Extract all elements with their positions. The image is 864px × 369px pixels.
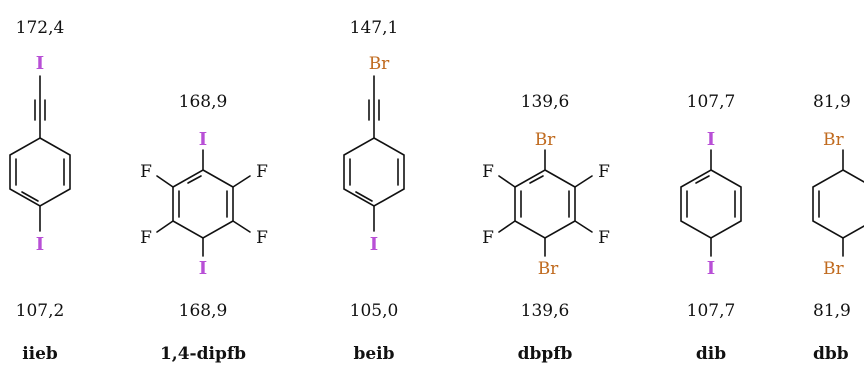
dbb-bottom-value: 81,9 (813, 301, 851, 321)
dbpfb-top-atom: Br (535, 130, 556, 150)
dipfb-fluorine-2: F (256, 162, 268, 182)
dbpfb-bond-f1 (498, 175, 516, 188)
dipfb-fluorine-1: F (140, 162, 152, 182)
dib-top-atom: I (707, 129, 715, 150)
beib-top-value: 147,1 (350, 18, 399, 38)
beib-bottom-atom: I (370, 234, 378, 255)
iieb-top-atom: I (36, 53, 44, 74)
dipfb-name: 1,4-dipfb (160, 344, 246, 364)
dipfb-bottom-value: 168,9 (179, 301, 228, 321)
dbpfb-bond-f4 (574, 220, 593, 233)
dbb-bottom-atom: Br (823, 259, 844, 279)
dib-bottom-value: 107,7 (687, 301, 736, 321)
molecule-1-4-dipfb: 168,9 I F F F F I 168,9 1,4-dipfb (140, 92, 268, 364)
dib-top-value: 107,7 (687, 92, 736, 112)
beib-triple-bond (368, 75, 380, 139)
iieb-name: iieb (22, 344, 58, 364)
molecule-iieb: 172,4 I I 107,2 iieb (9, 18, 71, 364)
iieb-triple-bond (34, 75, 46, 139)
molecule-dib: 107,7 I I 107,7 dib (680, 92, 742, 364)
dipfb-bottom-atom: I (199, 258, 207, 279)
dipfb-top-atom: I (199, 129, 207, 150)
iieb-bottom-value: 107,2 (16, 301, 65, 321)
dipfb-bond-f1 (156, 175, 174, 188)
dipfb-bond-f3 (156, 220, 174, 233)
dipfb-fluorine-3: F (140, 228, 152, 248)
dbpfb-fluorine-1: F (482, 162, 494, 182)
iieb-bottom-atom: I (36, 234, 44, 255)
dipfb-top-value: 168,9 (179, 92, 228, 112)
dbpfb-name: dbpfb (518, 344, 573, 364)
dbpfb-bottom-value: 139,6 (521, 301, 570, 321)
dbb-top-atom: Br (823, 130, 844, 150)
dbpfb-fluorine-4: F (598, 228, 610, 248)
dipfb-bond-f4 (232, 220, 251, 233)
dipfb-bond-f2 (232, 175, 251, 188)
beib-benzene-ring (343, 137, 405, 207)
beib-name: beib (353, 344, 394, 364)
dbb-benzene-ring (812, 169, 864, 239)
iieb-benzene-ring (9, 137, 71, 207)
dbpfb-fluorine-2: F (598, 162, 610, 182)
molecule-beib: 147,1 Br I 105,0 beib (343, 18, 405, 364)
beib-bottom-value: 105,0 (350, 301, 399, 321)
dbpfb-bond-f3 (498, 220, 516, 233)
dbpfb-bond-f2 (574, 175, 593, 188)
molecule-dbb: 81,9 Br Br 81,9 dbb (812, 92, 864, 364)
molecule-dbpfb: 139,6 Br F F F F Br 139,6 dbpfb (482, 92, 610, 364)
dbpfb-benzene-ring (514, 169, 576, 239)
dbpfb-fluorine-3: F (482, 228, 494, 248)
iieb-top-value: 172,4 (16, 18, 65, 38)
dbb-name: dbb (813, 344, 849, 364)
dbpfb-top-value: 139,6 (521, 92, 570, 112)
dib-bottom-atom: I (707, 258, 715, 279)
beib-top-atom: Br (369, 54, 390, 74)
dib-name: dib (696, 344, 726, 364)
dib-benzene-ring (680, 169, 742, 239)
dipfb-fluorine-4: F (256, 228, 268, 248)
dbb-top-value: 81,9 (813, 92, 851, 112)
dipfb-benzene-ring (172, 169, 234, 239)
dbpfb-bottom-atom: Br (538, 259, 559, 279)
